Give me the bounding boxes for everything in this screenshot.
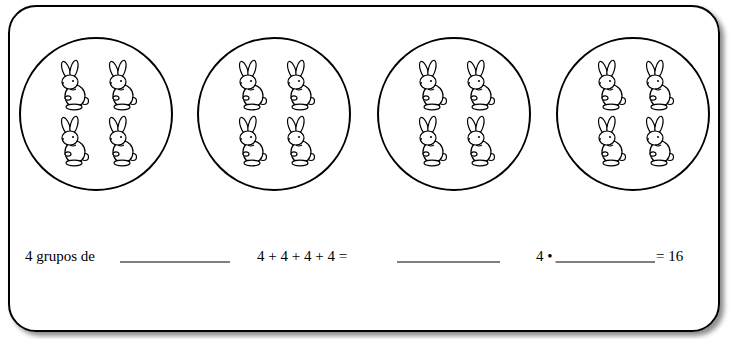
bunny-icon (645, 115, 674, 165)
bunny-icon (466, 59, 495, 109)
bunny-icon (286, 115, 315, 165)
bunny-icon (645, 59, 674, 109)
bunny-icon (597, 59, 626, 109)
exercise-text: 4 + 4 + 4 + 4 = (257, 247, 347, 265)
bunny-icon (60, 115, 89, 165)
bunny-icon (418, 59, 447, 109)
exercise-text: = 16 (656, 247, 683, 265)
bunny-icon (597, 115, 626, 165)
bunny-icon (466, 115, 495, 165)
bunny-icon (238, 59, 267, 109)
bunny-icon (418, 115, 447, 165)
bunny-icon (60, 59, 89, 109)
worksheet-frame: 4 grupos de 4 + 4 + 4 + 4 = 4 • = 16 (8, 5, 720, 332)
bunny-icon (108, 59, 137, 109)
answer-blank (397, 262, 500, 263)
group-circle (198, 38, 350, 190)
exercise-text: 4 grupos de (25, 247, 95, 265)
group-circle (557, 38, 709, 190)
answer-blank (556, 262, 655, 263)
group-circle (378, 38, 530, 190)
group-circle (20, 38, 172, 190)
bunny-icon (108, 115, 137, 165)
bunny-icon (238, 115, 267, 165)
exercise-text: 4 • (536, 247, 553, 265)
bunny-icon (286, 59, 315, 109)
answer-blank (120, 262, 230, 263)
